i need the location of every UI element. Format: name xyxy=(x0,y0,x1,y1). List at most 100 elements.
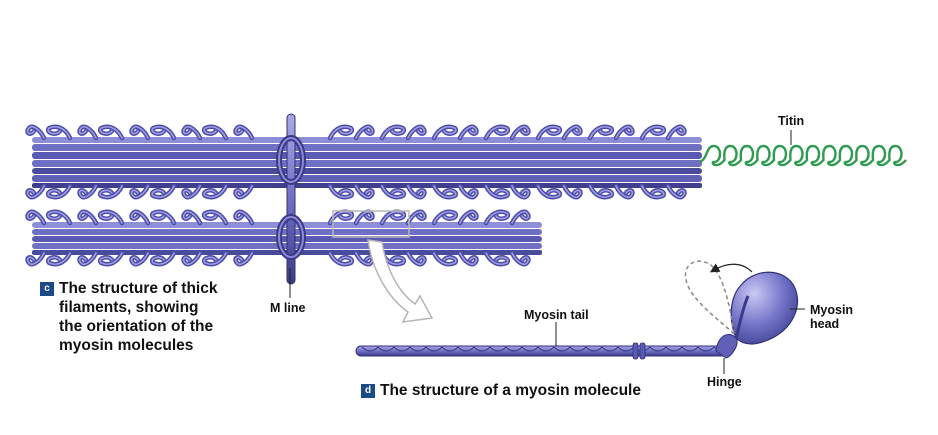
myosin-head-highlight xyxy=(667,185,686,199)
thick-filament-upper xyxy=(25,124,702,200)
myosin-head-highlight xyxy=(151,125,175,139)
myosin-heads-lower xyxy=(25,209,531,267)
m-line-structure xyxy=(276,113,306,298)
myosin-head-highlight xyxy=(407,125,426,139)
myosin-head-highlight xyxy=(355,185,374,199)
myosin-head-highlight xyxy=(99,252,123,266)
myosin-head-highlight xyxy=(433,125,457,139)
myosin-molecule xyxy=(355,260,805,374)
myosin-head-highlight xyxy=(641,125,665,139)
caption-c-line3: the orientation of the xyxy=(59,318,214,335)
myosin-head-highlight xyxy=(182,125,201,139)
myosin-head-highlight xyxy=(26,185,45,199)
myosin-head-highlight xyxy=(433,185,457,199)
myosin-head-highlight xyxy=(589,185,613,199)
myosin-head-highlight xyxy=(234,252,253,266)
myosin-head-highlight xyxy=(537,125,561,139)
myosin-head-highlight xyxy=(407,185,426,199)
myosin-head-highlight xyxy=(355,252,374,266)
myosin-head-highlight xyxy=(563,125,582,139)
myosin-head-highlight xyxy=(511,185,530,199)
myosin-head-highlight xyxy=(99,185,123,199)
myosin-head-highlight xyxy=(329,125,353,139)
myosin-head-highlight xyxy=(589,125,613,139)
myosin-head-highlight xyxy=(563,185,582,199)
myosin-head-highlight xyxy=(78,185,97,199)
myosin-head-highlight xyxy=(182,185,201,199)
myosin-head-highlight xyxy=(26,125,45,139)
myosin-head-highlight xyxy=(47,185,71,199)
myosin-head-highlight xyxy=(511,252,530,266)
myosin-head-highlight xyxy=(381,210,405,224)
myosin-head-highlight xyxy=(47,125,71,139)
myosin-head-highlight xyxy=(329,210,353,224)
myosin-head-highlight xyxy=(151,210,175,224)
zoom-indicator xyxy=(332,210,434,323)
myosin-head-highlight xyxy=(667,125,686,139)
myosin-head-highlight xyxy=(485,185,509,199)
myosin-head-highlight xyxy=(329,185,353,199)
myosin-head-highlight xyxy=(407,210,426,224)
titin-label: Titin xyxy=(778,114,805,128)
myosin-head-highlight xyxy=(47,252,71,266)
myosin-heads-upper xyxy=(25,124,687,200)
myosin-head-highlight xyxy=(203,210,227,224)
myosin-head-label-line2: head xyxy=(810,317,840,331)
myosin-head-highlight xyxy=(26,210,45,224)
myosin-head-highlight xyxy=(203,252,227,266)
myosin-head-highlight xyxy=(407,252,426,266)
myosin-head-highlight xyxy=(234,125,253,139)
myosin-head-highlight xyxy=(459,125,478,139)
myosin-head-highlight xyxy=(47,210,71,224)
myosin-head-highlight xyxy=(234,185,253,199)
myosin-head-highlight xyxy=(615,125,634,139)
myosin-head-highlight xyxy=(329,252,353,266)
thick-filament-lower xyxy=(25,209,542,267)
myosin-head-highlight xyxy=(459,185,478,199)
myosin-head-highlight xyxy=(151,185,175,199)
myosin-head-highlight xyxy=(381,125,405,139)
myosin-head-highlight xyxy=(26,252,45,266)
myosin-head-highlight xyxy=(203,185,227,199)
myosin-head-highlight xyxy=(99,210,123,224)
caption-c-line2: filaments, showing xyxy=(59,299,199,316)
myosin-head-highlight xyxy=(485,125,509,139)
myosin-head-highlight xyxy=(511,125,530,139)
caption-c-badge: c xyxy=(40,282,54,296)
myosin-head-highlight xyxy=(537,185,561,199)
hinge-label: Hinge xyxy=(707,375,742,389)
titin-coil xyxy=(699,130,907,167)
myosin-head-label: Myosin head xyxy=(810,303,853,331)
myosin-head-highlight xyxy=(433,252,457,266)
myosin-head-highlight xyxy=(99,125,123,139)
myosin-head-highlight xyxy=(615,185,634,199)
myosin-head-highlight xyxy=(355,125,374,139)
myosin-head-highlight xyxy=(459,210,478,224)
myosin-head-highlight xyxy=(234,210,253,224)
myosin-head-highlight xyxy=(130,210,149,224)
myosin-tail-label: Myosin tail xyxy=(524,308,589,322)
m-line-label: M line xyxy=(270,301,306,315)
myosin-head-highlight xyxy=(511,210,530,224)
myosin-head-highlight xyxy=(381,185,405,199)
myosin-head-highlight xyxy=(433,210,457,224)
myosin-head-highlight xyxy=(78,210,97,224)
myosin-head-highlight xyxy=(130,125,149,139)
myosin-head-highlight xyxy=(485,210,509,224)
myosin-head-highlight xyxy=(485,252,509,266)
myosin-head-highlight xyxy=(130,185,149,199)
myosin-head-highlight xyxy=(355,210,374,224)
myosin-head-highlight xyxy=(203,125,227,139)
myosin-head-highlight xyxy=(182,210,201,224)
myosin-head-highlight xyxy=(641,185,665,199)
myosin-head-label-line1: Myosin xyxy=(810,303,854,317)
myosin-head-highlight xyxy=(459,252,478,266)
caption-d-text: The structure of a myosin molecule xyxy=(380,382,641,399)
myosin-head-highlight xyxy=(78,252,97,266)
myosin-head-highlight xyxy=(151,252,175,266)
caption-c-line4: myosin molecules xyxy=(59,337,194,354)
